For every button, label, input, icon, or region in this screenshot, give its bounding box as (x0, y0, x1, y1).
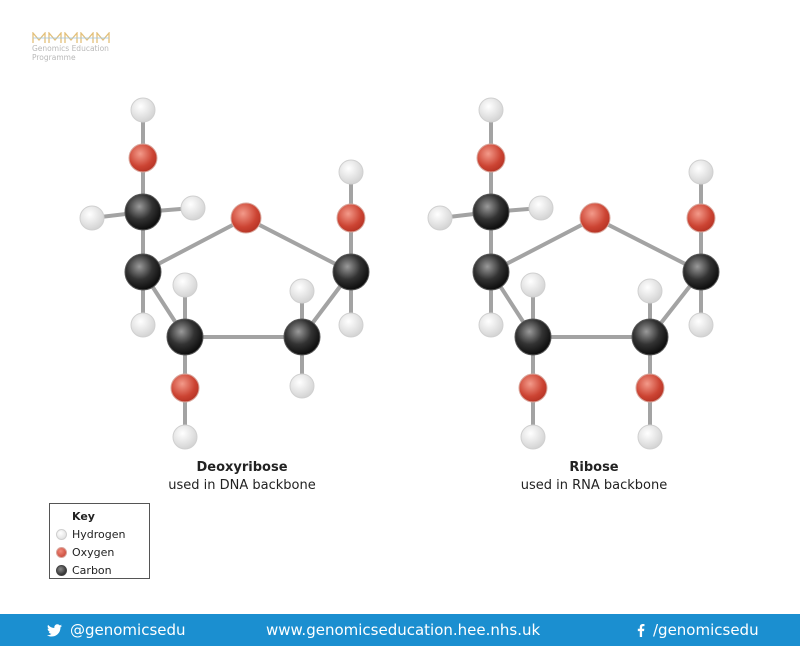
carbon-atom (332, 253, 370, 291)
hydrogen-swatch (56, 528, 67, 540)
hydrogen-atom (528, 195, 554, 221)
gep-logo: Genomics Education Programme (32, 32, 122, 62)
oxygen-atom (635, 373, 665, 403)
carbon-atom (166, 318, 204, 356)
key-item-hydrogen: Hydrogen (56, 527, 126, 541)
hydrogen-atom (520, 424, 546, 450)
footer-bar: @genomicsedu www.genomicseducation.hee.n… (0, 614, 800, 646)
oxygen-atom (128, 143, 158, 173)
oxygen-atom (686, 203, 716, 233)
twitter-icon (47, 623, 62, 637)
carbon-atom (631, 318, 669, 356)
ribose-title: Ribose (569, 460, 619, 475)
ribose-description: used in RNA backbone (520, 478, 668, 493)
oxygen-atom (579, 202, 611, 234)
hydrogen-atom (520, 272, 546, 298)
hydrogen-atom (289, 278, 315, 304)
website-url: www.genomicseducation.hee.nhs.uk (266, 621, 541, 639)
hydrogen-atom (289, 373, 315, 399)
oxygen-atom (230, 202, 262, 234)
hydrogen-atom (338, 312, 364, 338)
bond-line (141, 216, 248, 274)
ribose-caption: Ribose used in RNA backbone (444, 459, 744, 495)
key-title: Key (72, 510, 95, 523)
key-label-oxygen: Oxygen (72, 545, 115, 559)
deoxyribose-description: used in DNA backbone (168, 478, 316, 493)
sugar-molecules-diagram (79, 97, 720, 450)
hydrogen-atom (180, 195, 206, 221)
key-item-carbon: Carbon (56, 563, 112, 577)
facebook-handle: /genomicsedu (653, 621, 759, 639)
deoxyribose-atoms (79, 97, 370, 450)
hydrogen-atom (478, 312, 504, 338)
key-item-oxygen: Oxygen (56, 545, 114, 559)
hydrogen-atom (478, 97, 504, 123)
facebook-icon (637, 623, 645, 637)
hydrogen-atom (637, 424, 663, 450)
key-label-hydrogen: Hydrogen (72, 527, 126, 541)
ribose-molecule (427, 97, 720, 450)
hydrogen-atom (338, 159, 364, 185)
hydrogen-atom (172, 424, 198, 450)
logo-line-1: Genomics Education (32, 44, 109, 53)
carbon-swatch (56, 564, 67, 576)
deoxyribose-title: Deoxyribose (196, 460, 288, 475)
key-legend: Key Hydrogen Oxygen Carbon (49, 503, 150, 579)
oxygen-atom (518, 373, 548, 403)
carbon-atom (124, 193, 162, 231)
hydrogen-atom (688, 312, 714, 338)
oxygen-atom (170, 373, 200, 403)
hydrogen-atom (130, 312, 156, 338)
oxygen-swatch (56, 546, 67, 558)
website-link[interactable]: www.genomicseducation.hee.nhs.uk (266, 621, 540, 639)
carbon-atom (472, 193, 510, 231)
twitter-link[interactable]: @genomicsedu (47, 621, 186, 639)
deoxyribose-molecule (79, 97, 370, 450)
carbon-atom (124, 253, 162, 291)
bond-line (593, 216, 703, 274)
oxygen-atom (336, 203, 366, 233)
carbon-atom (514, 318, 552, 356)
facebook-link[interactable]: /genomicsedu (637, 621, 759, 639)
ribose-atoms (427, 97, 720, 450)
hydrogen-atom (688, 159, 714, 185)
logo-line-2: Programme (32, 53, 76, 62)
oxygen-atom (476, 143, 506, 173)
deoxyribose-caption: Deoxyribose used in DNA backbone (92, 459, 392, 495)
twitter-handle: @genomicsedu (70, 621, 186, 639)
hydrogen-atom (637, 278, 663, 304)
hydrogen-atom (172, 272, 198, 298)
carbon-atom (472, 253, 510, 291)
bond-line (489, 216, 597, 274)
bond-line (244, 216, 353, 274)
carbon-atom (283, 318, 321, 356)
carbon-atom (682, 253, 720, 291)
key-label-carbon: Carbon (72, 563, 112, 577)
gep-logo-icon (32, 32, 110, 43)
hydrogen-atom (79, 205, 105, 231)
hydrogen-atom (427, 205, 453, 231)
hydrogen-atom (130, 97, 156, 123)
